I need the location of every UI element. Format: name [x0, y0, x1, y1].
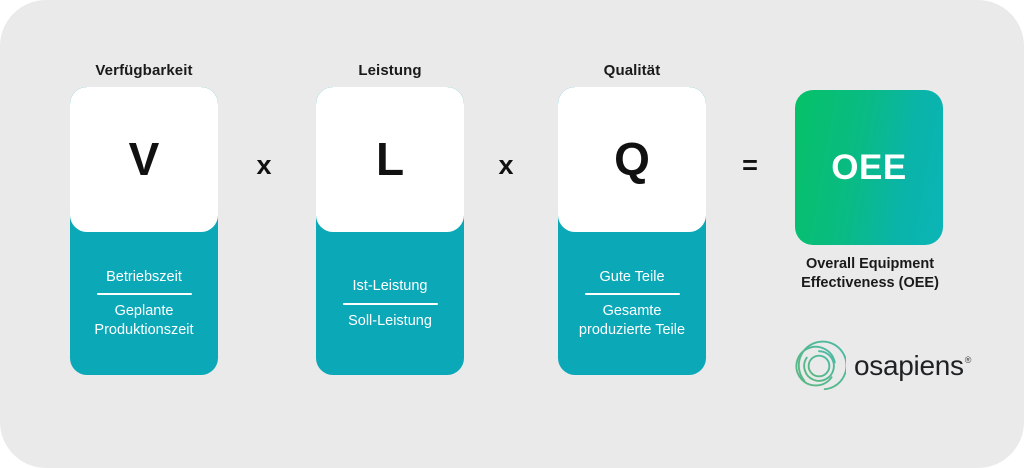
fraction-denominator-performance: Soll-Leistung: [348, 312, 432, 329]
osapiens-wordmark: osapiens®: [854, 350, 972, 381]
factor-letter-box-availability: V: [70, 87, 218, 232]
operator-multiply-2: x: [498, 150, 514, 180]
osapiens-logo: osapiens®: [792, 338, 971, 394]
operator-equals: =: [742, 150, 758, 180]
factor-letter-box-performance: L: [316, 87, 464, 232]
fraction-quality: Gute Teile Gesamte produzierte Teile: [558, 232, 706, 375]
fraction-bar-performance: [342, 302, 438, 305]
fraction-denominator-availability: Geplante Produktionszeit: [94, 303, 194, 338]
registered-trademark-icon: ®: [964, 355, 972, 365]
factor-title-quality: Qualität: [603, 62, 661, 79]
factor-title-performance: Leistung: [358, 62, 422, 79]
result-letters-oee: OEE: [831, 148, 907, 187]
operator-multiply-1: x: [256, 150, 272, 180]
fraction-denominator-quality: Gesamte produzierte Teile: [578, 303, 686, 338]
osapiens-spiral-icon: [795, 340, 846, 391]
factor-title-availability: Verfügbarkeit: [95, 62, 193, 79]
fraction-numerator-performance: Ist-Leistung: [352, 277, 428, 294]
osapiens-wordmark-text: osapiens: [854, 350, 964, 381]
fraction-numerator-quality: Gute Teile: [599, 268, 665, 285]
result-caption-oee: Overall Equipment Effectiveness (OEE): [801, 256, 939, 292]
factor-letter-availability: V: [128, 132, 160, 185]
fraction-bar-availability: [96, 293, 192, 296]
factor-letter-performance: L: [375, 132, 405, 185]
fraction-availability: Betriebszeit Geplante Produktionszeit: [70, 232, 218, 375]
factor-letter-box-quality: Q: [558, 87, 706, 232]
fraction-numerator-availability: Betriebszeit: [106, 268, 182, 285]
factor-letter-quality: Q: [614, 132, 650, 185]
fraction-bar-quality: [584, 293, 680, 296]
factor-card-performance: L Ist-Leistung Soll-Leistung: [316, 87, 464, 375]
factor-card-quality: Q Gute Teile Gesamte produzierte Teile: [558, 87, 706, 375]
factor-card-availability: V Betriebszeit Geplante Produktionszeit: [70, 87, 218, 375]
result-card-oee: OEE: [795, 90, 943, 245]
fraction-performance: Ist-Leistung Soll-Leistung: [316, 232, 464, 375]
